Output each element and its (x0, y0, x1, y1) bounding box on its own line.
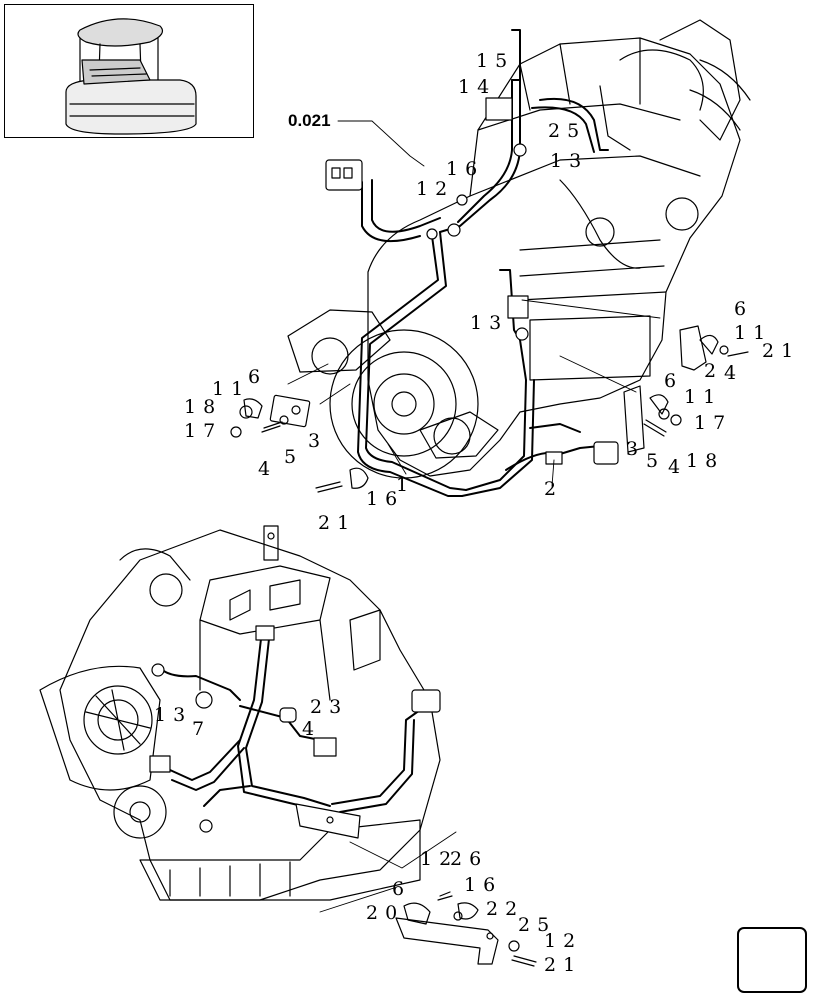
callout-2a: 2 (704, 360, 724, 382)
callout-3a: 3 (626, 438, 646, 460)
callout-13b: 13 (470, 312, 509, 334)
callout-15a: 15 (476, 50, 515, 72)
callout-4d: 4 (302, 718, 322, 740)
left-bracket-group (230, 394, 369, 493)
callout-3b: 3 (308, 430, 328, 452)
callout-12a: 12 (416, 178, 455, 200)
lower-bracket (295, 803, 361, 839)
callout-2b: 2 (544, 478, 564, 500)
upper-engine (287, 19, 751, 479)
callout-22a: 22 (486, 898, 525, 920)
callout-11b: 11 (684, 386, 723, 408)
callout-6d: 6 (392, 878, 412, 900)
return-navigation-button[interactable] (737, 927, 807, 993)
callout-16c: 16 (464, 874, 503, 896)
callout-6b: 6 (664, 370, 684, 392)
callout-16b: 16 (366, 488, 405, 510)
callout-18a: 18 (686, 450, 725, 472)
callout-1a: 1 (396, 474, 416, 496)
callout-21b: 21 (318, 512, 357, 534)
callout-4c: 4 (258, 458, 278, 480)
callout-7a: 7 (192, 718, 212, 740)
reference-label[interactable]: 0.021 (288, 111, 331, 130)
callout-21c: 21 (544, 954, 583, 976)
callout-6a: 6 (734, 298, 754, 320)
callout-11c: 11 (212, 378, 251, 400)
callout-12c: 12 (544, 930, 583, 952)
callout-21a: 21 (762, 340, 801, 362)
callout-4a: 4 (724, 362, 744, 384)
callout-17b: 17 (184, 420, 223, 442)
callout-11a: 11 (734, 322, 773, 344)
lower-connectors (149, 625, 441, 833)
callout-5a: 5 (646, 450, 666, 472)
right-bracket-group-b (623, 385, 682, 453)
lower-harness (159, 629, 421, 813)
callout-18b: 18 (184, 396, 223, 418)
machine-thumbnail (4, 4, 254, 138)
lower-engine (39, 525, 441, 901)
bottom-bracket-group (395, 891, 537, 967)
callout-12b: 12 (420, 848, 459, 870)
callout-4b: 4 (668, 456, 688, 478)
callout-14a: 14 (458, 76, 497, 98)
callout-6c: 6 (248, 366, 268, 388)
callout-20a: 20 (366, 902, 405, 924)
machine-thumbnail-icon (65, 18, 197, 135)
callout-25a: 25 (548, 120, 587, 142)
upper-harness (357, 29, 609, 497)
callout-25b: 25 (518, 914, 557, 936)
callout-13a: 13 (550, 150, 589, 172)
callout-17a: 17 (694, 412, 733, 434)
callout-16a: 16 (446, 158, 485, 180)
callout-13c: 13 (154, 704, 193, 726)
callout-5b: 5 (284, 446, 304, 468)
callout-26a: 26 (450, 848, 489, 870)
callout-23a: 23 (310, 696, 349, 718)
right-bracket-group-a (679, 325, 749, 371)
leader-lines (287, 120, 661, 913)
upper-connectors (325, 97, 619, 465)
